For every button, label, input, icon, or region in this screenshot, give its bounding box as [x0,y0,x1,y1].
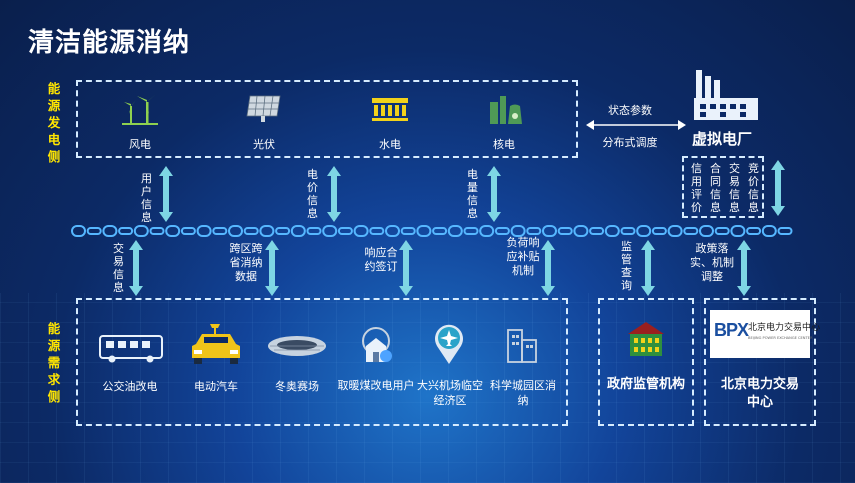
vpp-dispatch-label: 分布式调度 [602,136,658,149]
science-park-icon [507,329,537,363]
vpp-info-bid: 竞价信息 [748,162,759,214]
nuclear-plant-icon [490,96,522,124]
electric-car-icon [192,324,240,364]
arrow-label-price-info: 电价信息 [307,168,318,220]
exchange-logo: BPX 北京电力交易中心 BEIJING POWER EXCHANGE CENT… [710,310,820,358]
double-arrow-icon [399,240,413,296]
generation-item-wind: 风电 [129,138,151,151]
arrow-label-supervision: 监管查询 [621,240,632,292]
arrow-label-energy-info: 电量信息 [467,168,478,220]
generation-box [76,80,578,158]
generation-item-nuclear: 核电 [493,138,515,151]
generation-item-solar: 光伏 [253,138,275,151]
vpp-info-contract: 合同信息 [710,162,721,214]
horizontal-double-arrow-icon [586,120,686,130]
generation-side-label: 能源发电侧 [46,80,62,165]
virtual-power-plant-icon [694,70,758,120]
exchange-box [704,298,816,426]
demand-item-airport: 大兴机场临空经济区 [417,379,483,407]
exchange-logo-en: BEIJING POWER EXCHANGE CENTER [748,336,813,340]
demand-item-heating: 取暖煤改电用户 [337,379,415,392]
chain-bus [71,225,793,237]
vpp-title: 虚拟电厂 [692,130,753,148]
double-arrow-icon [129,240,143,296]
hydro-dam-icon [372,98,408,121]
government-title: 政府监管机构 [606,377,685,392]
exchange-logo-letters: BPX [714,320,749,340]
generation-item-hydro: 水电 [379,138,401,151]
bus-icon [99,335,163,363]
vpp-status-label: 状态参数 [608,104,652,117]
airport-pin-icon [435,324,463,364]
arrow-label-trade-info: 交易信息 [113,242,124,294]
demand-box [76,298,568,426]
demand-side-label: 能源需求侧 [46,320,62,405]
page-title: 清洁能源消纳 [28,28,191,58]
double-arrow-icon [541,240,555,296]
demand-item-science-city: 科学城园区消纳 [490,379,556,407]
double-arrow-icon [771,160,785,216]
exchange-title: 北京电力交易中心 [720,377,799,410]
vpp-info-trade: 交易信息 [729,162,740,214]
double-arrow-icon [265,240,279,296]
government-building-icon [628,322,664,356]
demand-item-ev: 电动汽车 [194,380,238,393]
wind-turbine-icon [122,94,158,125]
arrow-label-load-response: 负荷响应补贴机制 [506,236,540,277]
demand-side-label-text: 能源需求侧 [47,321,61,404]
double-arrow-icon [327,166,341,222]
double-arrow-icon [737,240,751,296]
generation-side-label-text: 能源发电侧 [47,81,61,164]
double-arrow-icon [487,166,501,222]
demand-item-bus: 公交油改电 [102,380,158,393]
arrow-label-user-info: 用户信息 [141,172,152,224]
stadium-icon [268,336,326,356]
demand-item-stadium: 冬奥赛场 [275,380,319,393]
government-box [598,298,694,426]
vpp-info-box [682,156,764,218]
solar-panel-icon [246,95,281,122]
double-arrow-icon [159,166,173,222]
arrow-label-cross-region: 跨区跨省消纳数据 [229,242,263,283]
arrow-label-policy: 政策落实、机制调整 [690,242,734,283]
vpp-info-credit: 信用评价 [691,162,702,214]
arrow-label-response-contract: 响应合约签订 [364,246,398,273]
double-arrow-icon [641,240,655,296]
house-location-icon [362,327,392,362]
exchange-logo-cn: 北京电力交易中心 [748,323,821,333]
